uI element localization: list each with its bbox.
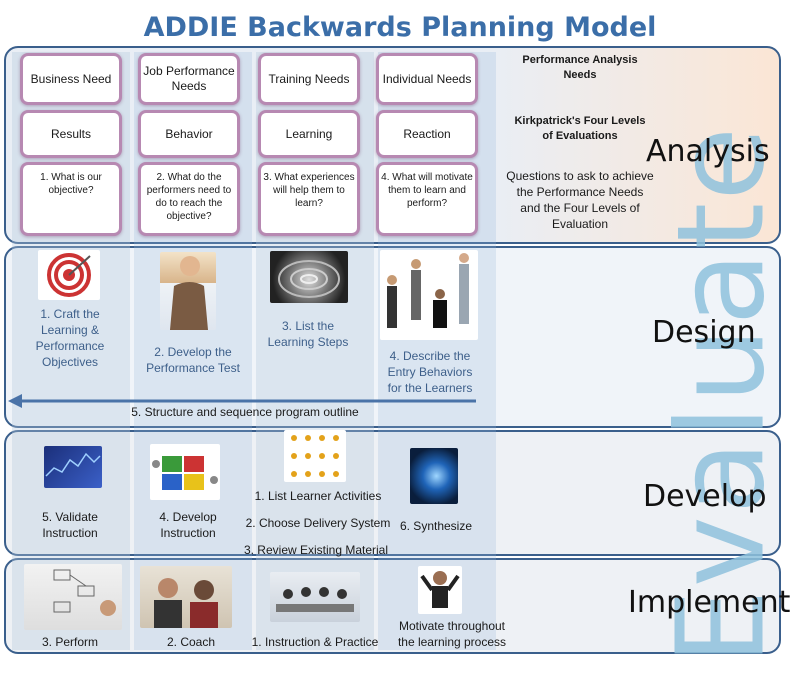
cheering-person-image [418, 566, 462, 614]
design-step-5: 5. Structure and sequence program outlin… [131, 405, 359, 419]
implement-band [4, 558, 781, 654]
analysis-question-4: 4. What will motivate them to learn and … [376, 162, 478, 236]
meeting-image [270, 572, 360, 622]
chart-screen-image [44, 446, 102, 488]
design-step-3: 3. List the Learning Steps [267, 319, 349, 349]
analysis-cell-job-performance: Job Performance Needs [138, 53, 240, 105]
develop-choose-delivery: 2. Choose Delivery System [245, 516, 391, 530]
flowchart-drawing-image [24, 564, 122, 630]
analysis-cell-training-needs: Training Needs [258, 53, 360, 105]
develop-review-material: 3. Review Existing Material [243, 543, 389, 557]
develop-list-activities: 1. List Learner Activities [254, 489, 382, 503]
design-step-2: 2. Develop the Performance Test [146, 345, 240, 375]
page-title: ADDIE Backwards Planning Model [143, 12, 657, 43]
develop-band [4, 430, 781, 556]
structure-arrow [8, 394, 478, 408]
design-step-4: 4. Describe the Entry Behaviors for the … [387, 349, 473, 395]
phase-design: Design [652, 315, 756, 350]
analysis-cell-individual-needs: Individual Needs [376, 53, 478, 105]
coaching-image [140, 566, 232, 628]
analysis-cell-results: Results [20, 110, 122, 158]
implement-coach: 2. Coach [166, 635, 216, 649]
people-group-image [380, 250, 478, 340]
analysis-cell-business-need: Business Need [20, 53, 122, 105]
analysis-side-text: Questions to ask to achieve the Performa… [506, 169, 654, 231]
phase-analysis: Analysis [646, 134, 770, 169]
spiral-image [410, 448, 458, 504]
phase-develop: Develop [643, 479, 767, 514]
implement-instruction: 1. Instruction & Practice [251, 635, 379, 649]
puzzle-people-image [150, 444, 220, 500]
target-image [38, 250, 100, 300]
figures-grid-image [284, 430, 346, 482]
presenter-image [160, 252, 216, 330]
analysis-cell-behavior: Behavior [138, 110, 240, 158]
analysis-question-1: 1. What is our objective? [20, 162, 122, 236]
kirkpatrick-heading: Kirkpatrick's Four Levels of Evaluations [514, 115, 646, 142]
phase-implement: Implement [628, 585, 791, 620]
analysis-question-2: 2. What do the performers need to do to … [138, 162, 240, 236]
spiral-stairs-image [270, 251, 348, 303]
analysis-cell-reaction: Reaction [376, 110, 478, 158]
implement-motivate: Motivate throughout the learning process [397, 619, 507, 649]
develop-synthesize: 6. Synthesize [399, 519, 473, 533]
analysis-question-3: 3. What experiences will help them to le… [258, 162, 360, 236]
analysis-cell-learning: Learning [258, 110, 360, 158]
develop-instruction: 4. Develop Instruction [159, 510, 217, 540]
performance-analysis-heading: Performance Analysis Needs [522, 54, 638, 81]
design-step-1: 1. Craft the Learning & Performance Obje… [35, 307, 105, 369]
develop-validate: 5. Validate Instruction [42, 510, 98, 540]
implement-perform: 3. Perform [41, 635, 98, 649]
